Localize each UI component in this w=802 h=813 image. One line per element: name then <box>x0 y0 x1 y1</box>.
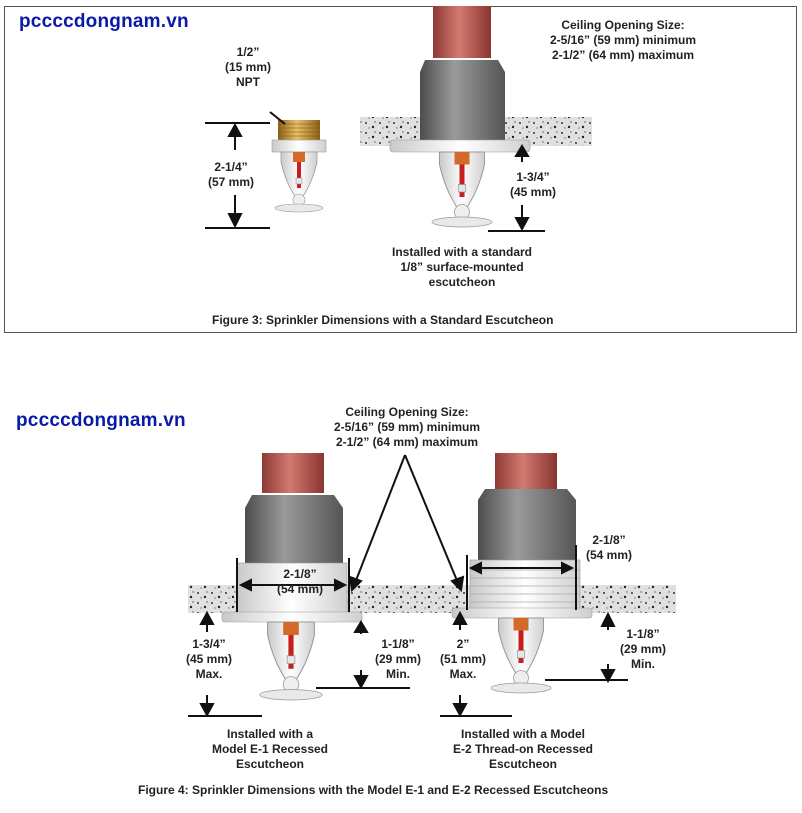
installed-sprinkler-drawing <box>360 6 592 228</box>
install-note-e2: Installed with a Model E-2 Thread-on Rec… <box>452 727 594 771</box>
e2-width-label: 2-1/8” (54 mm) <box>585 533 632 562</box>
ceiling-opening-label-2: Ceiling Opening Size: 2-5/16” (59 mm) mi… <box>333 405 481 449</box>
e2-min-label: 1-1/8” (29 mm) Min. <box>619 627 666 671</box>
figure-3-panel <box>4 6 797 333</box>
figure-4-caption: Figure 4: Sprinkler Dimensions with the … <box>138 783 609 797</box>
figure-3-caption: Figure 3: Sprinkler Dimensions with a St… <box>212 313 554 327</box>
install-note-standard: Installed with a standard 1/8” surface-m… <box>391 245 533 289</box>
e1-max-label: 1-3/4” (45 mm) Max. <box>185 637 232 681</box>
install-note-e1: Installed with a Model E-1 Recessed Escu… <box>211 727 329 771</box>
e1-sprinkler-drawing <box>221 453 363 701</box>
e2-sprinkler-drawing <box>451 453 593 694</box>
e2-max-label: 2” (51 mm) Max. <box>439 637 486 681</box>
watermark-text: pccccdongnam.vn <box>19 11 189 32</box>
e1-width-label: 2-1/8” (54 mm) <box>276 567 323 596</box>
e1-min-label: 1-1/8” (29 mm) Min. <box>374 637 421 681</box>
small-sprinkler-drawing <box>271 120 327 213</box>
drop-dimension-label: 1-3/4” (45 mm) <box>509 170 556 199</box>
watermark-text-2: pccccdongnam.vn <box>16 410 186 431</box>
ceiling-opening-label: Ceiling Opening Size: 2-5/16” (59 mm) mi… <box>549 18 697 62</box>
thread-size-label: 1/2” (15 mm) NPT <box>224 45 271 89</box>
height-dimension-label: 2-1/4” (57 mm) <box>207 160 254 189</box>
